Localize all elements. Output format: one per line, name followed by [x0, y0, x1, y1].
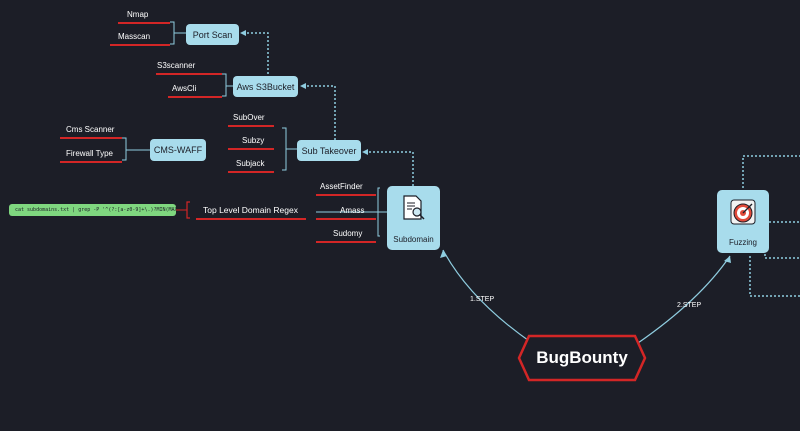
tool-subjack[interactable]: Subjack	[236, 159, 265, 168]
underline	[316, 194, 376, 196]
subdomain-label: Subdomain	[393, 235, 434, 244]
fuzzing-node[interactable]: Fuzzing	[717, 190, 769, 253]
sub-takeover-node[interactable]: Sub Takeover	[297, 140, 361, 161]
cms-waff-node[interactable]: CMS-WAFF	[150, 139, 206, 161]
underline	[316, 241, 376, 243]
underline	[60, 137, 122, 139]
underline	[156, 73, 222, 75]
subdomain-node[interactable]: Subdomain	[387, 186, 440, 250]
tool-s3scanner[interactable]: S3scanner	[157, 61, 196, 70]
aws-s3bucket-node[interactable]: Aws S3Bucket	[233, 76, 298, 97]
step2-label: 2.STEP	[677, 302, 702, 309]
root-node[interactable]: BugBounty	[517, 333, 647, 383]
underline	[168, 96, 222, 98]
fuzzing-label: Fuzzing	[728, 238, 757, 247]
regex-code[interactable]: cat subdomains.txt | grep -P '^(?:[a-z0-…	[9, 204, 176, 216]
underline	[228, 171, 274, 173]
tool-cms-scanner[interactable]: Cms Scanner	[66, 125, 115, 134]
underline	[228, 148, 274, 150]
tool-firewall-type[interactable]: Firewall Type	[66, 149, 113, 158]
underline	[118, 22, 170, 24]
tool-amass[interactable]: Amass	[340, 206, 365, 215]
tool-subzy[interactable]: Subzy	[242, 136, 265, 145]
underline	[110, 44, 170, 46]
underline	[228, 125, 274, 127]
tool-assetfinder[interactable]: AssetFinder	[320, 182, 363, 191]
target-icon	[730, 199, 756, 225]
tool-subover[interactable]: SubOver	[233, 113, 265, 122]
tool-masscan[interactable]: Masscan	[118, 32, 151, 41]
regex-label[interactable]: Top Level Domain Regex	[203, 205, 298, 215]
tool-awscli[interactable]: AwsCli	[172, 84, 197, 93]
step1-label: 1.STEP	[470, 296, 495, 303]
tool-sudomy[interactable]: Sudomy	[333, 229, 363, 238]
underline	[316, 218, 376, 220]
document-search-icon	[403, 195, 425, 220]
underline	[60, 161, 122, 163]
hexagon-shape	[517, 334, 647, 382]
port-scan-node[interactable]: Port Scan	[186, 24, 239, 45]
root-label: BugBounty	[536, 348, 628, 367]
underline	[196, 218, 306, 220]
tool-nmap[interactable]: Nmap	[127, 10, 149, 19]
